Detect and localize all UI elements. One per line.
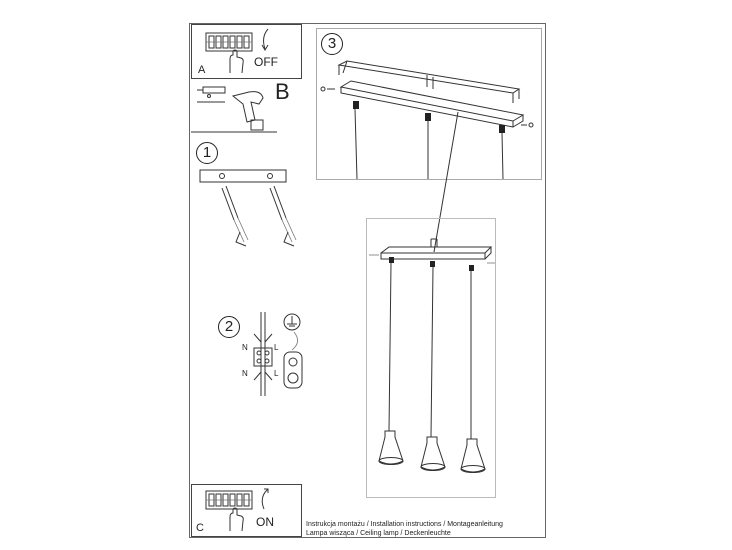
lamp-shade-icon <box>378 430 404 465</box>
panel-b-letter: B <box>275 79 290 104</box>
wire-l-top: L <box>274 343 279 352</box>
panel-a-letter: A <box>198 64 206 76</box>
terminal-block-icon <box>205 32 253 52</box>
ceiling-mount-drawing <box>199 169 297 247</box>
lamp-shade-icon <box>460 438 486 473</box>
step-2-badge: 2 <box>218 316 240 338</box>
wire-l-bottom: L <box>274 369 279 378</box>
canopy-mounting-drawing <box>320 60 534 180</box>
step-1-badge: 1 <box>196 142 218 164</box>
leader-line <box>433 111 459 253</box>
panel-drill: B <box>191 80 302 133</box>
rotate-arrow-icon <box>261 28 269 51</box>
hand-icon <box>229 49 244 74</box>
step-3-badge: 3 <box>321 33 343 55</box>
screw-icon <box>197 101 225 103</box>
hand-icon <box>229 507 244 532</box>
terminal-block-icon <box>205 490 253 510</box>
caption-line-2: Lampa wisząca / Ceiling lamp / Deckenleu… <box>306 530 451 537</box>
panel-step-3: 3 <box>316 28 542 180</box>
drill-icon <box>231 91 264 131</box>
assembled-lamp-drawing <box>369 238 495 439</box>
rotate-arrow-icon <box>261 488 269 510</box>
lamp-shade-icon <box>420 436 446 471</box>
panel-power-off: A OFF <box>191 24 302 79</box>
wall-plug-icon <box>197 86 226 98</box>
caption-line-1: Instrukcja montażu / Installation instru… <box>306 521 503 528</box>
wiring-drawing <box>253 312 273 396</box>
wire-n-top: N <box>242 343 248 352</box>
caption: Instrukcja montażu / Installation instru… <box>306 520 503 538</box>
instruction-sheet <box>189 23 546 538</box>
on-label: ON <box>256 515 274 529</box>
panel-assembled-lamp <box>366 218 496 498</box>
wire-n-bottom: N <box>242 369 248 378</box>
ground-icon <box>283 313 303 389</box>
panel-c-letter: C <box>196 522 204 534</box>
off-label: OFF <box>254 55 278 69</box>
panel-power-on: C ON <box>191 484 302 537</box>
